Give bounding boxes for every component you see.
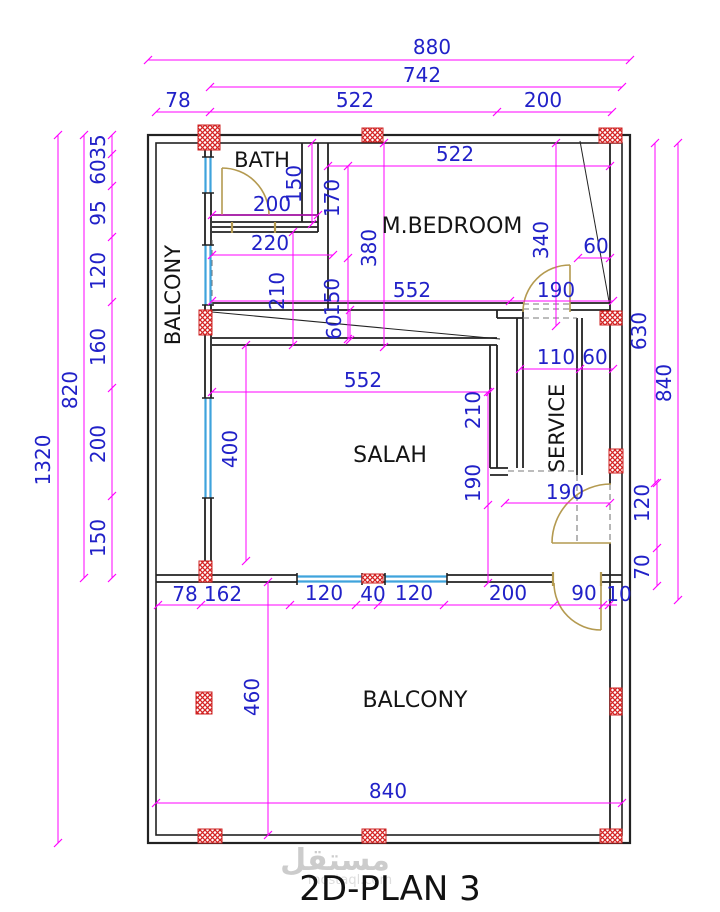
- dim-top-200: 200: [524, 88, 562, 112]
- bedroom-door-arc: [522, 264, 571, 313]
- watermark-domain: mostaql.com: [308, 873, 392, 888]
- dim-top-742: 742: [403, 63, 441, 87]
- dim-mid-10: 10: [606, 582, 631, 606]
- column-marker: [197, 828, 223, 844]
- dimension-lines: [53, 55, 683, 848]
- dim-right-120: 120: [630, 484, 654, 522]
- bedroom-door-opening-dashes: [523, 303, 570, 310]
- column-marker: [599, 828, 623, 844]
- dim-left-120: 120: [86, 252, 110, 290]
- column-marker: [599, 310, 623, 326]
- dim-mid-120b: 120: [395, 581, 433, 605]
- dim-salah-190: 190: [461, 464, 485, 502]
- dim-balcony-460: 460: [240, 678, 264, 716]
- dim-mid-162: 162: [204, 582, 242, 606]
- dim-hall-220: 220: [251, 231, 289, 255]
- dim-mid-120a: 120: [305, 581, 343, 605]
- window-glass-lines: [204, 157, 447, 583]
- dim-170: 170: [320, 179, 344, 217]
- dim-right-840: 840: [652, 364, 676, 402]
- dim-bedroom-door-190: 190: [537, 278, 575, 302]
- dim-service-60: 60: [582, 345, 607, 369]
- dim-mid-200: 200: [489, 581, 527, 605]
- column-marker: [609, 687, 623, 716]
- dim-service-door-190: 190: [546, 480, 584, 504]
- dim-bath-200: 200: [253, 192, 291, 216]
- room-labels: BATH M.BEDROOM SALAH BALCONY SERVICE BAL…: [161, 148, 569, 713]
- dashed-openings: [211, 240, 611, 543]
- bath-door-arc: [221, 167, 270, 216]
- dim-right-70: 70: [630, 554, 654, 579]
- dimension-labels: 880 742 78 522 200 522 200 220 60 552 19…: [31, 35, 676, 803]
- dim-top-78: 78: [165, 88, 190, 112]
- dim-mid-40: 40: [360, 582, 385, 606]
- dim-salah-210: 210: [461, 391, 485, 429]
- dim-salah-400: 400: [218, 430, 242, 468]
- column-marker: [361, 828, 387, 844]
- service-door-arc: [551, 483, 612, 544]
- dim-right-630: 630: [627, 312, 651, 350]
- door-jambs: [230, 222, 603, 586]
- dim-left-95: 95: [86, 200, 110, 225]
- dimension-ticks: [53, 55, 683, 848]
- column-marker: [361, 573, 384, 584]
- dim-bath-150: 150: [282, 165, 306, 203]
- dim-380: 380: [357, 229, 381, 267]
- beam-diagonal-line: [211, 311, 501, 340]
- outer-wall-outline: [146, 133, 632, 845]
- dim-150b: 150: [320, 278, 344, 316]
- room-label-salah: SALAH: [353, 443, 427, 468]
- shaft-diagonal-line: [579, 140, 611, 308]
- footer: مستقل mostaql.com 2D-PLAN 3: [280, 843, 481, 909]
- dim-left-60: 60: [86, 159, 110, 184]
- dim-left-160: 160: [86, 328, 110, 366]
- dim-salah-552: 552: [344, 368, 382, 392]
- column-marker: [198, 309, 213, 336]
- corridor-opening-dashes: [576, 475, 611, 543]
- dim-bedroom-552: 552: [393, 278, 431, 302]
- column-marker: [197, 124, 221, 151]
- dim-balcony-840: 840: [369, 779, 407, 803]
- columns: [195, 124, 624, 844]
- room-label-balcony-bottom: BALCONY: [363, 688, 469, 713]
- room-label-bath: BATH: [234, 148, 290, 172]
- dim-top-880: 880: [413, 35, 451, 59]
- dim-340: 340: [529, 221, 553, 259]
- dim-shaft-60: 60: [583, 234, 608, 258]
- doors: [221, 167, 612, 631]
- dim-210a: 210: [265, 272, 289, 310]
- dim-left-820: 820: [58, 371, 82, 409]
- room-label-balcony-left: BALCONY: [161, 245, 185, 345]
- column-marker: [598, 127, 623, 144]
- dim-service-110: 110: [537, 345, 575, 369]
- dim-mid-78: 78: [172, 582, 197, 606]
- dim-top-522: 522: [336, 88, 374, 112]
- watermark-arabic: مستقل: [280, 843, 390, 878]
- column-marker: [198, 560, 213, 583]
- dim-left-200: 200: [86, 425, 110, 463]
- dim-bedroom-522: 522: [436, 142, 474, 166]
- column-marker: [361, 127, 384, 143]
- dim-left-150: 150: [86, 519, 110, 557]
- dimension-line-set: [57, 59, 679, 843]
- column-marker: [608, 448, 624, 474]
- dim-left-35: 35: [86, 134, 110, 159]
- outer-wall-inner-line: [155, 142, 623, 836]
- room-label-master-bedroom: M.BEDROOM: [382, 214, 523, 239]
- column-marker: [195, 691, 213, 715]
- dim-beam-60: 60: [322, 314, 346, 339]
- dim-mid-90: 90: [571, 581, 596, 605]
- drawing-title: 2D-PLAN 3: [299, 869, 480, 909]
- dim-left-1320: 1320: [31, 435, 55, 486]
- room-label-service: SERVICE: [545, 384, 569, 473]
